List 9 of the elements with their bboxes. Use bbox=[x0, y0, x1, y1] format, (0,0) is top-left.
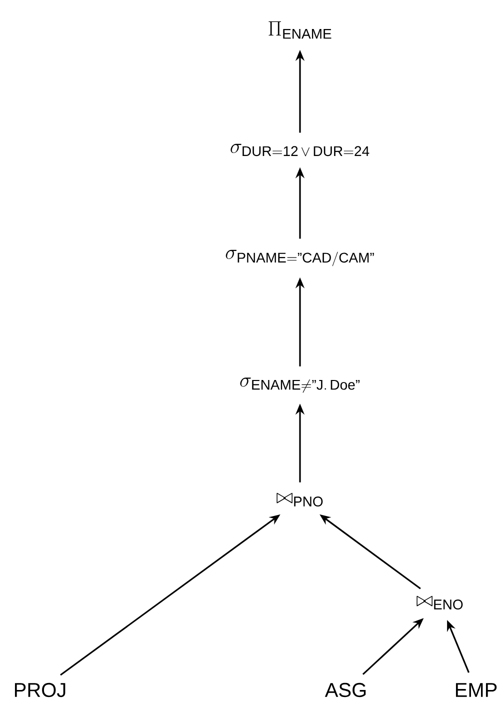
operator-label: $\sigma_{\mathrm{ENAME}\neq\mathrm{”J.\,Doe”}}$ bbox=[240, 378, 360, 393]
relation-label: PROJ bbox=[14, 682, 66, 698]
operator-label: $\sigma_{\mathrm{DUR{=}12}\,\vee\,\mathrm{DUR{=}24}}$ bbox=[230, 144, 370, 156]
relation-label: ASG bbox=[324, 682, 366, 698]
operator-label: $\bowtie_{\mathrm{ENO}}$ bbox=[416, 596, 463, 610]
operator-label: $\sigma_{\mathrm{PNAME{=}”CAD/CAM”}}$ bbox=[226, 250, 374, 266]
operator-label: $\bowtie_{\mathrm{PNO}}$ bbox=[276, 492, 323, 506]
relation-label: EMP bbox=[456, 683, 497, 697]
operator-label: $\Pi_{\mathrm{ENAME}}$ bbox=[268, 21, 332, 39]
